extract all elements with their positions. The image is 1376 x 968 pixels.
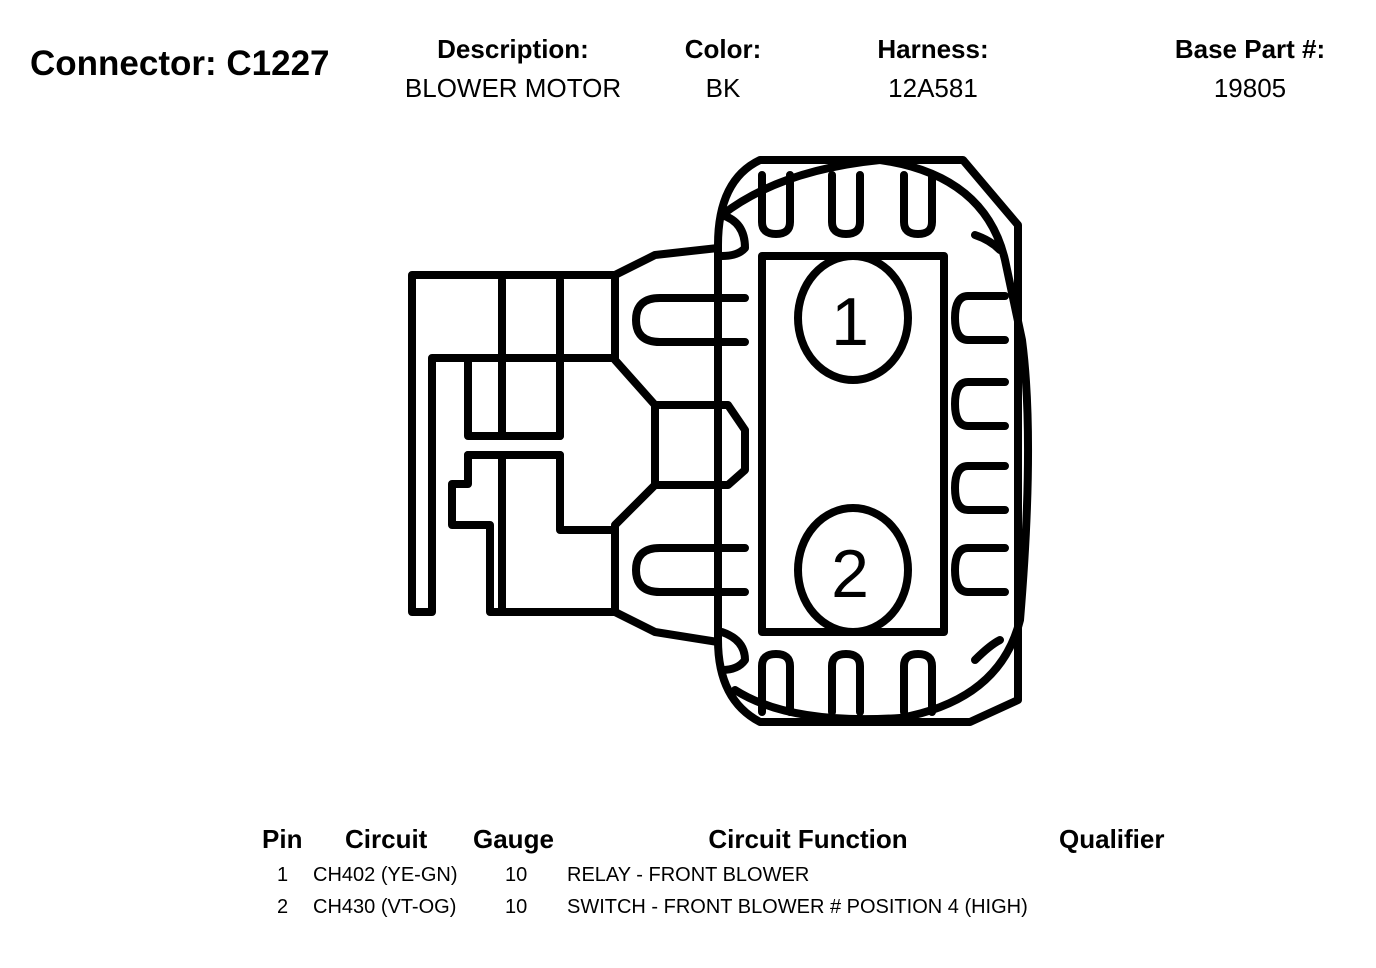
pin-2-label: 2 <box>831 536 869 612</box>
row-circuit: CH402 (YE-GN) <box>313 864 458 886</box>
row-pin: 1 <box>277 864 289 886</box>
row-function: RELAY - FRONT BLOWER <box>567 864 810 886</box>
left-terminals <box>632 294 749 596</box>
pin-1-cavity <box>794 252 912 384</box>
connector-housing <box>714 156 1033 726</box>
top-ribs <box>758 171 936 238</box>
header-circuit: Circuit <box>345 824 428 854</box>
description-value: BLOWER MOTOR <box>404 73 622 103</box>
row-circuit: CH430 (VT-OG) <box>313 896 457 918</box>
harness-value: 12A581 <box>888 73 978 103</box>
base-part-label: Base Part #: <box>1174 34 1326 64</box>
right-ribs <box>951 292 1009 596</box>
row-gauge: 10 <box>505 896 528 918</box>
pin-1-label: 1 <box>831 284 869 360</box>
header-pin: Pin <box>262 824 303 854</box>
header-gauge: Gauge <box>473 824 554 854</box>
row-gauge: 10 <box>505 864 528 886</box>
latch-body <box>408 244 749 646</box>
header-qualifier: Qualifier <box>1059 824 1165 854</box>
description-label: Description: <box>437 34 589 64</box>
base-part-value: 19805 <box>1213 73 1287 103</box>
connector-title: Connector: C1227 <box>30 44 330 83</box>
bottom-ribs <box>758 650 936 716</box>
row-function: SWITCH - FRONT BLOWER # POSITION 4 (HIGH… <box>567 896 1028 918</box>
color-value: BK <box>705 73 741 103</box>
color-label: Color: <box>684 34 762 64</box>
row-pin: 2 <box>277 896 289 918</box>
header-circuit-function: Circuit Function <box>708 824 908 854</box>
pin-2-cavity <box>794 504 912 636</box>
harness-label: Harness: <box>877 34 989 64</box>
